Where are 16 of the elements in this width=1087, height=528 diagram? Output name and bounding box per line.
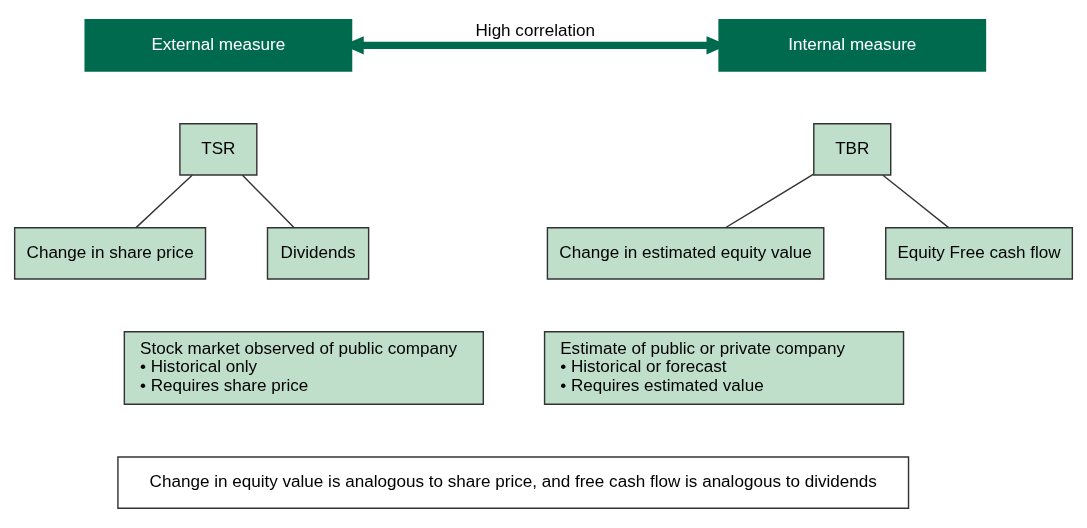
- connector: [241, 174, 295, 229]
- node-box: Internal measure: [718, 19, 987, 72]
- edge-label: High correlation: [475, 21, 596, 41]
- connector: [725, 173, 815, 229]
- node-box: Dividends: [266, 226, 370, 280]
- node-box: Change in share price: [13, 226, 207, 280]
- node-box: Equity Free cash flow: [885, 226, 1074, 280]
- node-box: Estimate of public or private company • Historical or forecast • Requires estimated value: [543, 330, 905, 405]
- node-box: TBR: [813, 123, 892, 176]
- node-box: External measure: [84, 19, 353, 72]
- connector: [135, 174, 193, 229]
- node-box: Change in estimated equity value: [546, 226, 825, 280]
- connector: [882, 174, 950, 229]
- node-box: TSR: [179, 123, 258, 176]
- node-box: Change in equity value is analogous to share price, and free cash flow is analogous to dividends: [117, 456, 910, 509]
- node-box: Stock market observed of public company • Historical only • Requires share price: [123, 330, 484, 405]
